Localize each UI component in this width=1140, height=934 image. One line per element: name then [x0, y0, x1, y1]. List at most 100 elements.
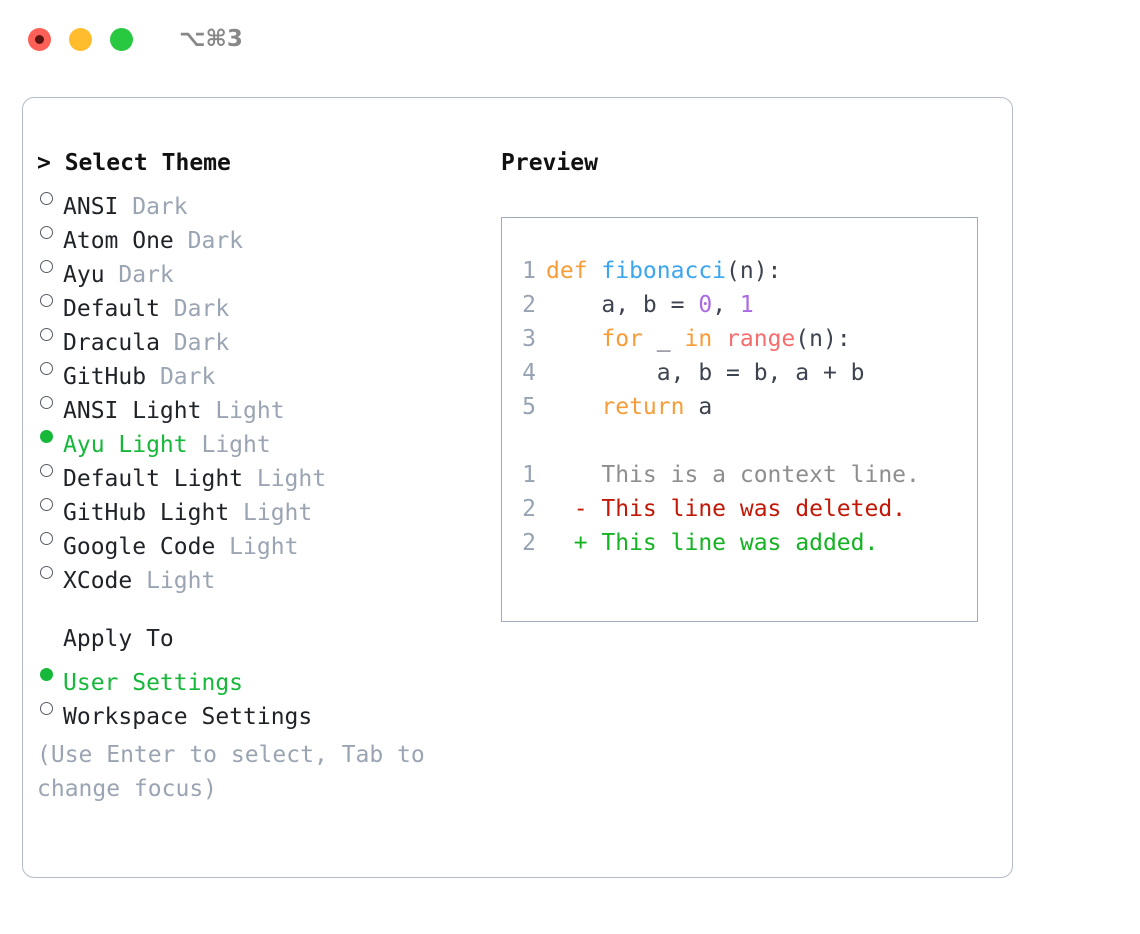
maximize-button-icon[interactable]	[110, 27, 133, 51]
code-line: 2 a, b = 0, 1	[502, 288, 977, 322]
line-number: 4	[522, 360, 536, 386]
theme-option-default-light[interactable]: Default Light Light	[37, 452, 487, 492]
code-line: 5 return a	[502, 390, 977, 424]
radio-unselected-icon[interactable]	[37, 214, 63, 248]
theme-variant-badge: Light	[187, 432, 271, 458]
diff-line-add: 2 + This line was added.	[502, 526, 977, 560]
diff-sign: -	[546, 496, 602, 522]
radio-unselected-icon[interactable]	[37, 520, 63, 554]
theme-name: Default Light	[63, 466, 244, 492]
theme-variant-badge: Dark	[104, 262, 174, 288]
apply-to-label: User Settings	[63, 670, 244, 696]
theme-option-dracula[interactable]: Dracula Dark	[37, 316, 487, 356]
code-token-plain: _	[642, 326, 685, 352]
theme-name: ANSI Light	[63, 398, 202, 424]
line-number: 3	[522, 326, 536, 352]
radio-unselected-icon[interactable]	[37, 486, 63, 520]
line-number: 1	[522, 258, 536, 284]
theme-option-google-code[interactable]: Google Code Light	[37, 520, 487, 560]
code-content: def fibonacci(n):	[546, 254, 781, 288]
diff-text: This line was deleted.	[601, 496, 907, 522]
theme-option-ayu[interactable]: Ayu Dark	[37, 248, 487, 288]
theme-option-github-light[interactable]: GitHub Light Light	[37, 486, 487, 526]
theme-variant-badge: Dark	[146, 364, 216, 390]
theme-name: GitHub Light	[63, 500, 230, 526]
theme-name: XCode	[63, 568, 133, 594]
code-token-kw: return	[601, 394, 685, 420]
code-token-plain: (n):	[726, 258, 782, 284]
code-token-fn: fibonacci	[601, 258, 727, 284]
code-token-plain	[546, 394, 601, 420]
radio-unselected-icon[interactable]	[37, 180, 63, 214]
preview-title: Preview	[501, 150, 598, 176]
radio-unselected-icon[interactable]	[37, 554, 63, 588]
code-token-kw: for	[601, 326, 643, 352]
keyboard-hint-text: (Use Enter to select, Tab to change focu…	[37, 742, 439, 802]
theme-name: Google Code	[63, 534, 216, 560]
theme-option-ansi-light[interactable]: ANSI Light Light	[37, 384, 487, 424]
radio-unselected-icon[interactable]	[37, 316, 63, 350]
code-token-plain: ,	[712, 292, 740, 318]
code-content: a, b = 0, 1	[546, 288, 754, 322]
theme-name: ANSI	[63, 194, 119, 220]
diff-line-del: 2 - This line was deleted.	[502, 492, 977, 526]
theme-name: Ayu	[63, 262, 105, 288]
code-token-kw: def	[546, 258, 602, 284]
theme-variant-badge: Light	[215, 534, 299, 560]
code-token-num: 0	[698, 292, 713, 318]
code-token-plain	[546, 326, 601, 352]
apply-to-option-workspace-settings[interactable]: Workspace Settings	[37, 690, 487, 730]
line-number: 1	[522, 462, 536, 488]
code-line: 1 def fibonacci(n):	[502, 254, 977, 288]
apply-to-header: Apply To	[63, 626, 174, 652]
line-number: 2	[522, 292, 536, 318]
code-token-plain: a, b =	[546, 292, 699, 318]
theme-option-atom-one[interactable]: Atom One Dark	[37, 214, 487, 254]
code-content: return a	[546, 390, 712, 424]
theme-name: Default	[63, 296, 160, 322]
radio-unselected-icon[interactable]	[37, 452, 63, 486]
theme-variant-badge: Light	[229, 500, 313, 526]
minimize-button-icon[interactable]	[69, 27, 92, 51]
line-number: 2	[522, 496, 536, 522]
close-button-icon[interactable]	[28, 27, 51, 51]
code-token-plain: a	[684, 394, 713, 420]
line-number: 5	[522, 394, 536, 420]
radio-unselected-icon[interactable]	[37, 248, 63, 282]
code-token-builtin: range	[726, 326, 796, 352]
select-theme-prompt: > Select Theme	[37, 150, 231, 176]
radio-selected-icon[interactable]	[37, 418, 63, 452]
radio-unselected-icon[interactable]	[37, 384, 63, 418]
code-token-plain: a, b = b, a + b	[546, 360, 865, 386]
title-bar: ⌥⌘3	[0, 0, 1140, 78]
code-line: 4 a, b = b, a + b	[502, 356, 977, 390]
diff-text: This is a context line.	[601, 462, 920, 488]
code-diff-separator	[502, 424, 977, 458]
diff-sign	[546, 458, 601, 492]
apply-to-label: Workspace Settings	[63, 704, 313, 730]
radio-selected-icon[interactable]	[37, 656, 63, 690]
theme-variant-badge: Light	[201, 398, 285, 424]
theme-option-xcode[interactable]: XCode Light	[37, 554, 487, 594]
theme-option-github[interactable]: GitHub Dark	[37, 350, 487, 390]
code-token-num: 1	[739, 292, 754, 318]
theme-option-ayu-light[interactable]: Ayu Light Light	[37, 418, 487, 458]
theme-option-default[interactable]: Default Dark	[37, 282, 487, 322]
line-number: 2	[522, 530, 536, 556]
radio-unselected-icon[interactable]	[37, 690, 63, 724]
radio-unselected-icon[interactable]	[37, 282, 63, 316]
apply-to-option-user-settings[interactable]: User Settings	[37, 656, 487, 696]
radio-unselected-icon[interactable]	[37, 350, 63, 384]
theme-variant-badge: Dark	[159, 330, 230, 356]
window-controls	[28, 27, 133, 51]
diff-line-ctx: 1 This is a context line.	[502, 458, 977, 492]
theme-variant-badge: Dark	[118, 194, 188, 220]
theme-option-ansi[interactable]: ANSI Dark	[37, 180, 487, 220]
diff-sign: +	[546, 530, 602, 556]
